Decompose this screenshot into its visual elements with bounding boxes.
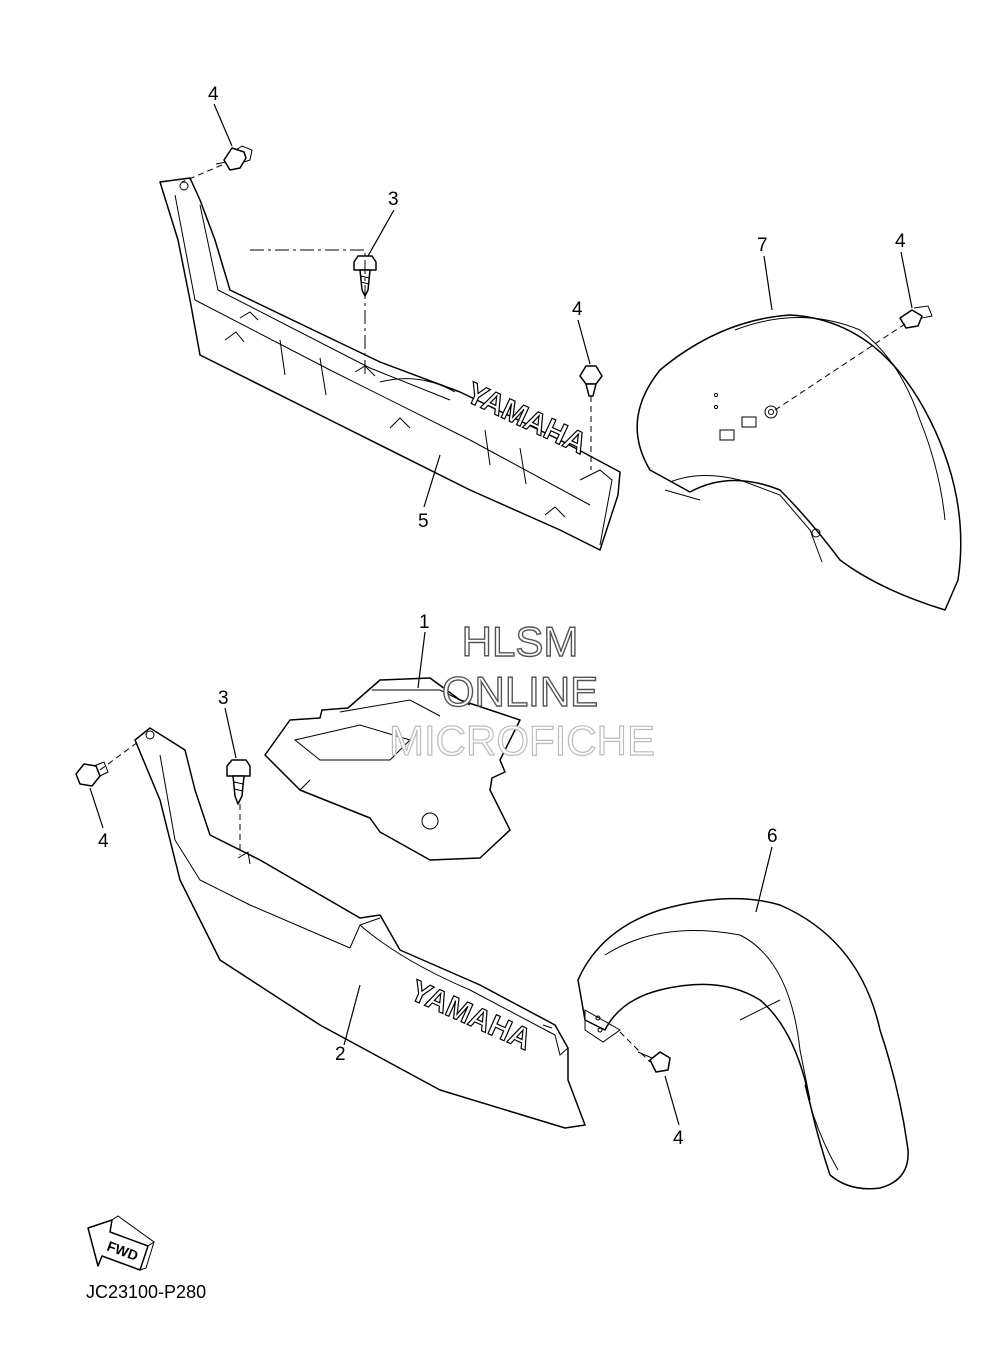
heat-shield-plate xyxy=(264,677,521,861)
callout-4-rear: 4 xyxy=(895,231,906,252)
leader-lines xyxy=(89,103,913,1126)
callout-4-upper-middle: 4 xyxy=(572,299,583,320)
clip-fastener-front-fender xyxy=(637,1051,671,1073)
fwd-arrow: FWD xyxy=(87,1215,155,1271)
watermark-line-3: MICROFICHE xyxy=(389,717,655,764)
callout-2: 2 xyxy=(335,1044,346,1065)
rear-fender xyxy=(636,314,962,611)
callout-7: 7 xyxy=(757,235,768,256)
screw-fastener-lower xyxy=(226,759,251,805)
callout-4-front-fender: 4 xyxy=(673,1128,684,1149)
callout-6: 6 xyxy=(767,826,778,847)
clip-fastener-lower-left xyxy=(75,761,109,787)
callout-5: 5 xyxy=(418,511,429,532)
callout-1: 1 xyxy=(419,612,430,633)
callout-4-upper-left: 4 xyxy=(208,84,219,105)
clip-fastener-rear xyxy=(899,305,933,329)
clip-fastener-upper-left xyxy=(215,145,253,171)
lower-side-cover: YAMAHA xyxy=(134,727,586,1129)
clip-fastener-upper-middle xyxy=(579,365,603,397)
callout-4-lower-left: 4 xyxy=(98,831,109,852)
callout-3-upper: 3 xyxy=(388,189,399,210)
diagram-code: JC23100-P280 xyxy=(86,1282,206,1302)
callout-3-lower: 3 xyxy=(218,688,229,709)
upper-side-cover: YAMAHA xyxy=(159,177,621,551)
front-fender xyxy=(577,897,909,1190)
watermark-line-2: ONLINE xyxy=(442,668,598,715)
watermark-line-1: HLSM xyxy=(462,618,579,665)
